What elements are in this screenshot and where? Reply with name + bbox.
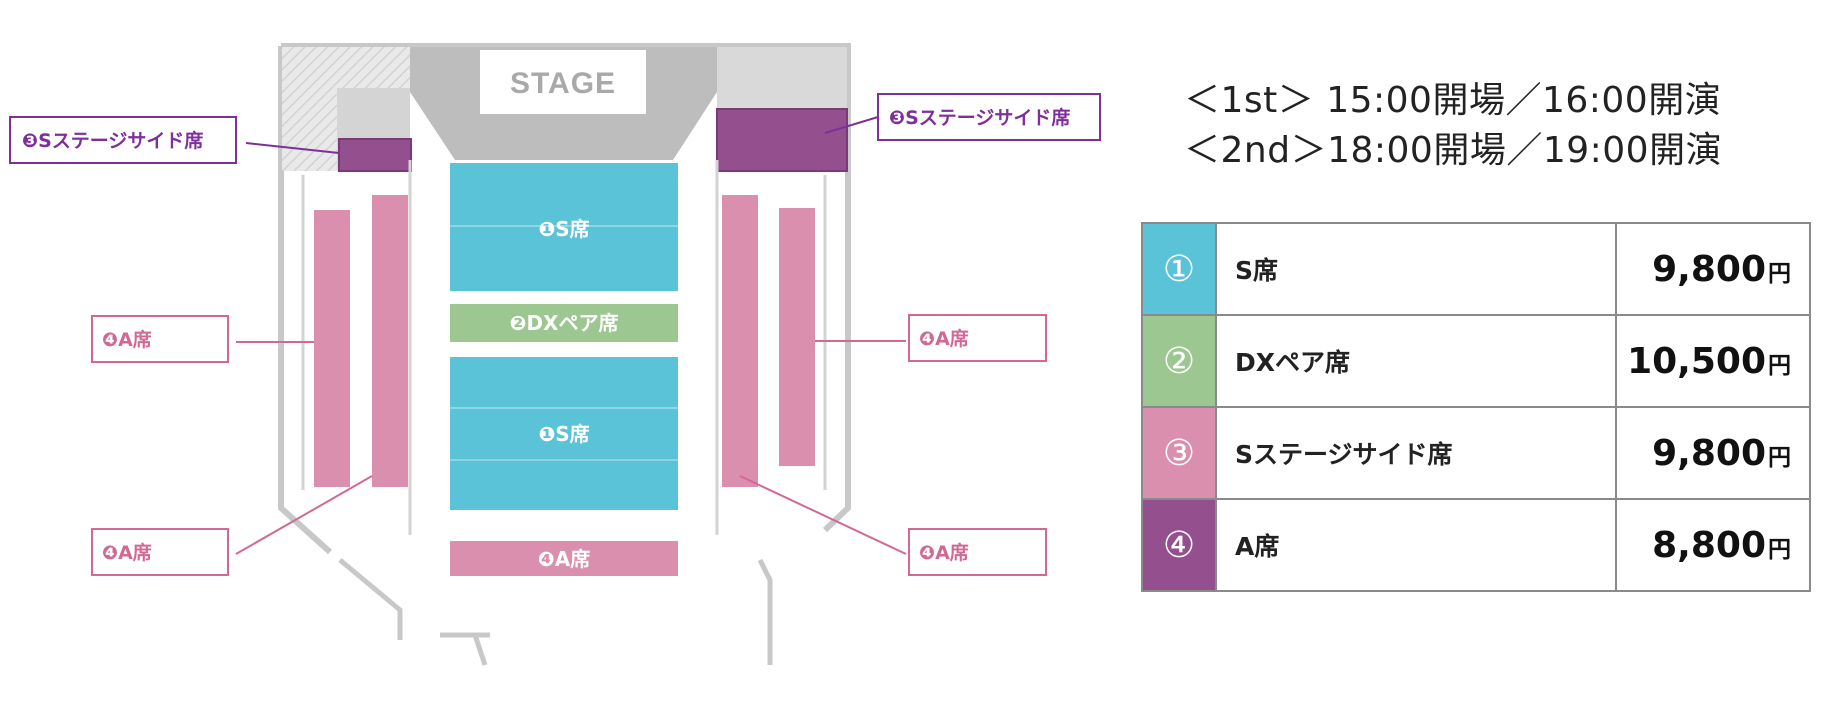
a-seat-column-right-inner [722, 195, 758, 487]
schedule-2nd: ＜2nd＞18:00開場／19:00開演 [1184, 130, 1723, 171]
stage-box [480, 50, 646, 114]
callout-a-left-low: ❹A席 [91, 528, 229, 576]
price-row-name: Sステージサイド席 [1215, 406, 1617, 500]
stage-side-seats-right [716, 108, 848, 172]
a-seat-block-bottom [450, 541, 678, 576]
svg-text:❹A席: ❹A席 [102, 541, 152, 564]
a-seat-column-left-outer [314, 210, 350, 487]
price-row-number: ④ [1141, 498, 1217, 592]
price-row-price: 8,800円 [1615, 498, 1811, 592]
price-row-price: 10,500円 [1615, 314, 1811, 408]
leader-line [739, 475, 907, 555]
price-table: ① S席 9,800円 ② DXペア席 10,500円 ③ Sステージサイド席 … [1141, 222, 1811, 592]
callout-a-right-low: ❹A席 [908, 528, 1047, 576]
price-row-number: ③ [1141, 406, 1217, 500]
dx-seat-block [450, 304, 678, 342]
price-row: ① S席 9,800円 [1141, 222, 1811, 316]
price-row: ④ A席 8,800円 [1141, 498, 1811, 592]
price-row: ③ Sステージサイド席 9,800円 [1141, 406, 1811, 500]
s-seat-block-lower [450, 357, 678, 510]
zone-label-s-upper: ❶S席 [538, 217, 589, 241]
zone-label-s-lower: ❶S席 [538, 422, 589, 446]
callout-stage-side-left: ❸Sステージサイド席 [9, 116, 237, 164]
a-seat-column-left-inner [372, 195, 408, 487]
callout-a-left-mid: ❹A席 [91, 315, 229, 363]
leader-line [245, 142, 340, 154]
zone-label-a-bottom: ❹A席 [538, 547, 590, 571]
price-row: ② DXペア席 10,500円 [1141, 314, 1811, 408]
performance-schedule: ＜1st＞ 15:00開場／16:00開演 ＜2nd＞18:00開場／19:00… [1184, 76, 1722, 176]
svg-text:❸Sステージサイド席: ❸Sステージサイド席 [889, 106, 1070, 129]
price-row-number: ② [1141, 314, 1217, 408]
stage-side-seats-left [338, 138, 412, 172]
venue-outline [278, 43, 851, 555]
svg-text:❹A席: ❹A席 [919, 541, 969, 564]
price-row-price: 9,800円 [1615, 406, 1811, 500]
svg-text:❹A席: ❹A席 [102, 328, 152, 351]
stage-label: STAGE [510, 67, 616, 100]
a-seat-column-right-outer [779, 208, 815, 466]
price-row-number: ① [1141, 222, 1217, 316]
callout-a-right-mid: ❹A席 [908, 314, 1047, 362]
callout-stage-side-right: ❸Sステージサイド席 [877, 93, 1101, 141]
schedule-1st: ＜1st＞ 15:00開場／16:00開演 [1184, 80, 1722, 121]
entrance-walls [338, 558, 773, 666]
leader-line [235, 475, 373, 555]
zone-label-dx: ❷DXペア席 [510, 311, 619, 335]
price-row-name: A席 [1215, 498, 1617, 592]
svg-text:❸Sステージサイド席: ❸Sステージサイド席 [22, 129, 203, 152]
leader-line [824, 116, 879, 134]
price-row-price: 9,800円 [1615, 222, 1811, 316]
price-row-name: DXペア席 [1215, 314, 1617, 408]
svg-text:❹A席: ❹A席 [919, 327, 969, 350]
price-row-name: S席 [1215, 222, 1617, 316]
